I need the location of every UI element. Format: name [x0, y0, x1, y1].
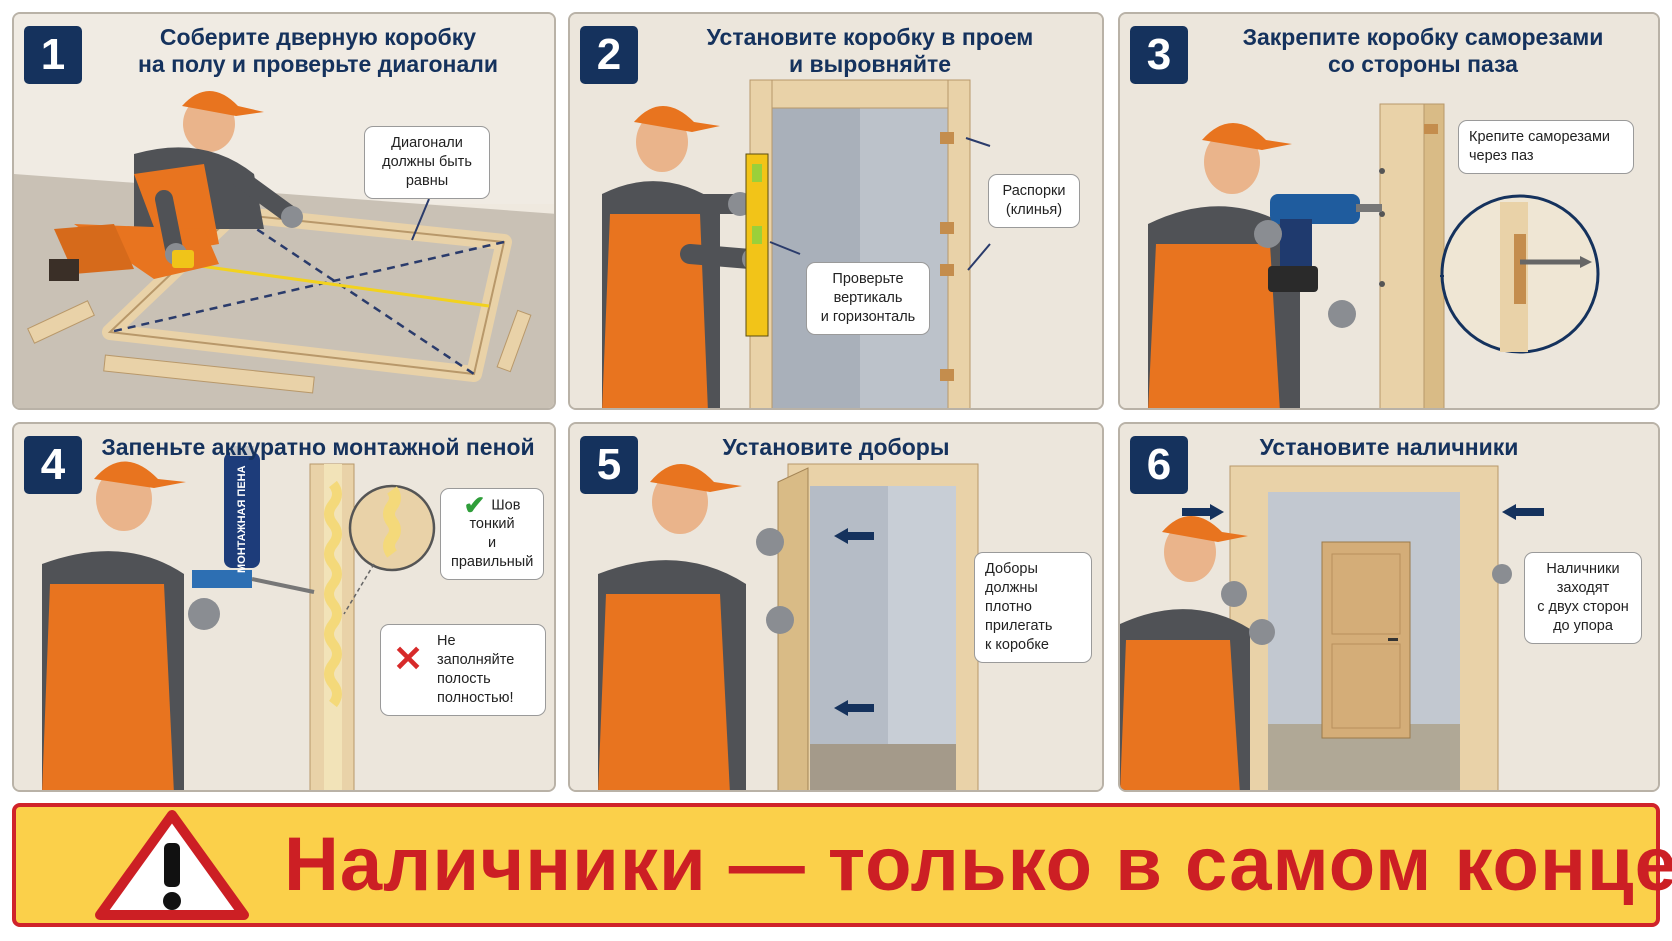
- step-6-note-casings: Наличники заходят с двух сторон до упора: [1524, 552, 1642, 644]
- step-2-number: 2: [580, 26, 638, 84]
- step-3-note-screws: Крепите саморезами через паз: [1458, 120, 1634, 174]
- step-2-illustration: [570, 14, 1102, 408]
- step-1-number: 1: [24, 26, 82, 84]
- step-panel-5: 5 Установите доборы Доборы должны плотно…: [568, 422, 1104, 792]
- step-4-note-good-seam: ✔Шов тонкий и правильный: [440, 488, 544, 581]
- step-panel-6: 6 Установите наличники Наличники заходят…: [1118, 422, 1660, 792]
- step-1-note-diagonals: Диагонали должны быть равны: [364, 126, 490, 199]
- step-panel-3: 3 Закрепите коробку саморезами со сторон…: [1118, 12, 1660, 410]
- step-4-number: 4: [24, 436, 82, 494]
- step-5-number: 5: [580, 436, 638, 494]
- step-1-illustration: [14, 14, 554, 408]
- step-6-title: Установите наличники: [1259, 434, 1519, 460]
- step-4-illustration: [14, 424, 554, 790]
- step-2-note-level: Проверьте вертикаль и горизонталь: [806, 262, 930, 335]
- step-2-title: Установите коробку в проем и выровняйте: [706, 24, 1034, 77]
- step-5-illustration: [570, 424, 1102, 790]
- checkmark-icon: ✔: [463, 490, 486, 520]
- warning-banner-text: Наличники — только в самом конце!: [284, 822, 1672, 907]
- step-panel-1: 1 Соберите дверную коробку на полу и про…: [12, 12, 556, 410]
- step-3-title: Закрепите коробку саморезами со стороны …: [1242, 24, 1604, 77]
- step-6-number: 6: [1130, 436, 1188, 494]
- step-4-title: Запеньте аккуратно монтажной пеной: [101, 434, 535, 460]
- step-5-title: Установите доборы: [722, 434, 950, 460]
- cross-icon: ✕: [393, 638, 424, 679]
- step-4-note-dont-fill: ✕ Не заполняйте полость полностью!: [380, 624, 546, 716]
- warning-triangle-icon: [95, 810, 249, 920]
- step-panel-4: 4 Запеньте аккуратно монтажной пеной МОН…: [12, 422, 556, 792]
- step-panel-2: 2 Установите коробку в проем и выровняйт…: [568, 12, 1104, 410]
- step-3-illustration: [1120, 14, 1658, 408]
- step-5-note-extensions: Доборы должны плотно прилегать к коробке: [974, 552, 1092, 663]
- step-2-note-wedges: Распорки (клинья): [988, 174, 1080, 228]
- warning-banner: Наличники — только в самом конце!: [12, 803, 1672, 927]
- foam-can-label: МОНТАЖНАЯ ПЕНА: [236, 465, 248, 573]
- step-3-number: 3: [1130, 26, 1188, 84]
- step-1-title: Соберите дверную коробку на полу и прове…: [138, 24, 498, 77]
